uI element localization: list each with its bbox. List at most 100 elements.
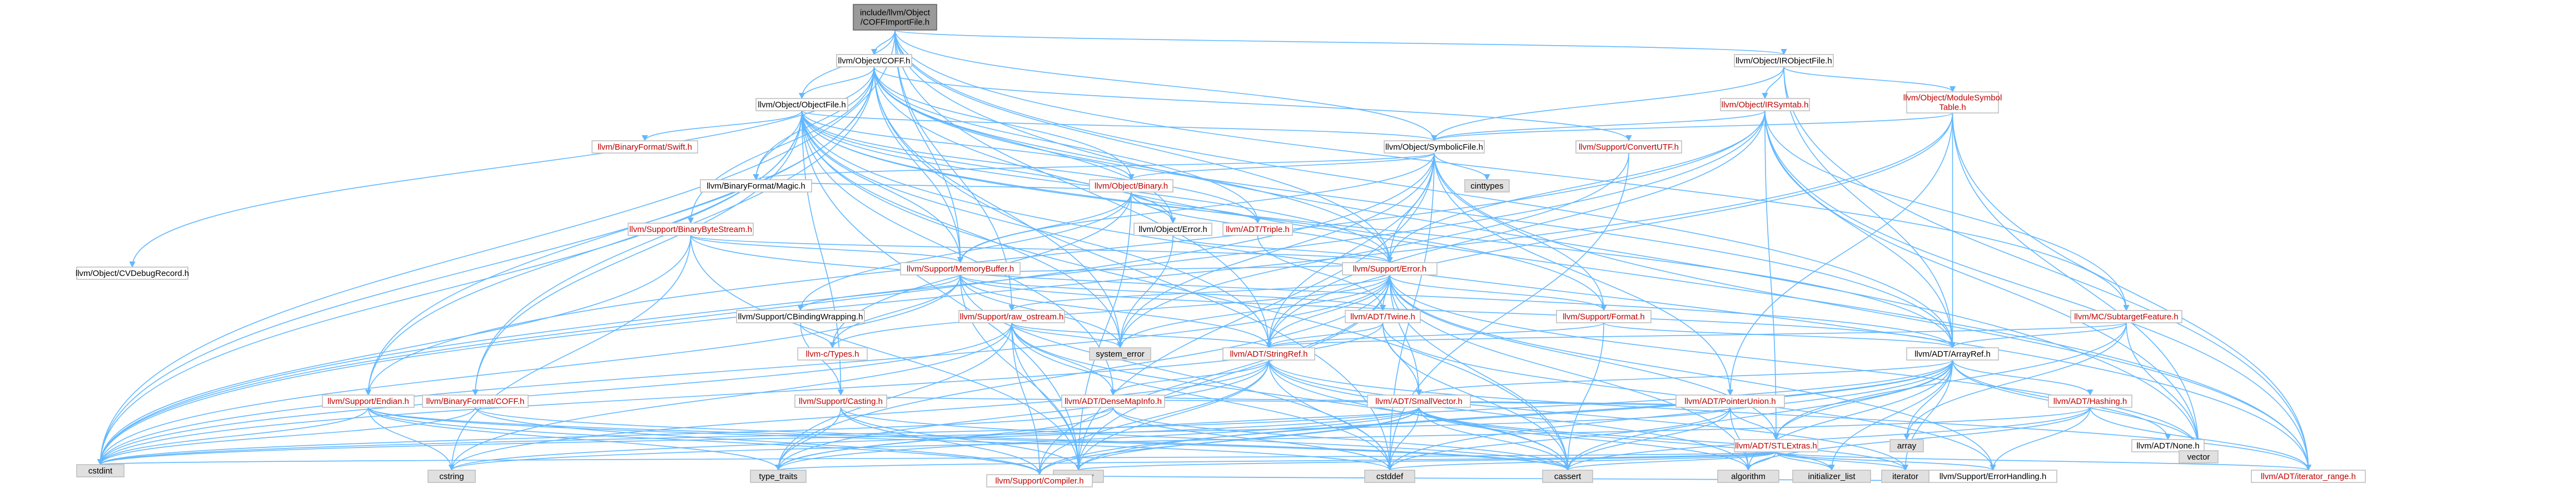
edge-memorybuffer-to-cbinding <box>797 274 961 312</box>
edge-bbs-to-cstring <box>448 235 692 471</box>
node-ptrunion[interactable]: llvm/ADT/PointerUnion.h <box>1675 395 1785 408</box>
node-box <box>76 464 125 477</box>
node-errorhandling[interactable]: llvm/Support/ErrorHandling.h <box>1928 470 2057 483</box>
edge-arrayref-to-stlextras <box>1773 359 1953 441</box>
node-box <box>797 347 868 361</box>
node-label: llvm/ADT/Twine.h <box>1350 312 1415 322</box>
edge-symfile-to-iterrange <box>1434 152 2312 471</box>
node-box <box>1734 439 1818 452</box>
node-box <box>1384 140 1485 154</box>
node-cvdebug[interactable]: llvm/Object/CVDebugRecord.h <box>76 267 189 280</box>
node-label: cstdint <box>88 466 113 476</box>
node-label: llvm/ADT/None.h <box>2136 441 2199 451</box>
edge-twine-to-smallvector <box>1382 322 1423 396</box>
node-cstddef: cstddef <box>1364 470 1415 483</box>
edge-root-to-cstdint <box>97 29 896 466</box>
node-coff[interactable]: llvm/Object/COFF.h <box>836 54 912 67</box>
node-error[interactable]: llvm/Support/Error.h <box>1342 262 1438 275</box>
node-densemapinfo[interactable]: llvm/ADT/DenseMapInfo.h <box>1061 395 1165 408</box>
node-box <box>836 54 912 67</box>
node-box <box>1792 470 1871 483</box>
node-hashing[interactable]: llvm/ADT/Hashing.h <box>2048 395 2132 408</box>
node-box <box>1906 91 1999 114</box>
node-irsym[interactable]: llvm/Object/IRSymtab.h <box>1720 98 1810 111</box>
node-casting[interactable]: llvm/Support/Casting.h <box>794 395 887 408</box>
node-triple[interactable]: llvm/ADT/Triple.h <box>1222 223 1293 236</box>
node-box <box>755 98 848 111</box>
node-box <box>1889 439 1924 452</box>
node-none[interactable]: llvm/ADT/None.h <box>2131 439 2205 452</box>
node-root[interactable]: include/llvm/Object/COFFImportFile.h <box>853 4 937 31</box>
node-stringref[interactable]: llvm/ADT/StringRef.h <box>1222 347 1315 361</box>
node-arrayref[interactable]: llvm/ADT/ArrayRef.h <box>1906 347 1999 361</box>
node-label: llvm/Support/Error.h <box>1353 264 1427 274</box>
edge-objfile-to-triple <box>801 110 1261 224</box>
edge-hashing-to-errorhandling <box>1990 407 2091 471</box>
edge-objfile-to-binary <box>801 110 1135 181</box>
node-box <box>1734 54 1834 67</box>
node-label: llvm/ADT/Triple.h <box>1226 225 1289 234</box>
edge-error-to-stringref <box>1265 274 1390 349</box>
edge-objfile-to-system_error <box>801 110 1123 349</box>
node-twine[interactable]: llvm/ADT/Twine.h <box>1345 310 1421 323</box>
node-format[interactable]: llvm/Support/Format.h <box>1556 310 1652 323</box>
node-binary[interactable]: llvm/Object/Binary.h <box>1089 179 1173 193</box>
edge-rawostream-to-compiler <box>1011 322 1043 476</box>
edge-objfile-to-symfile <box>801 110 1438 142</box>
node-bfcoff[interactable]: llvm/BinaryFormat/COFF.h <box>422 395 529 408</box>
node-symfile[interactable]: llvm/Object/SymbolicFile.h <box>1384 140 1485 154</box>
node-objfile[interactable]: llvm/Object/ObjectFile.h <box>755 98 848 111</box>
node-convutf[interactable]: llvm/Support/ConvertUTF.h <box>1575 140 1682 154</box>
node-box <box>1364 470 1415 483</box>
node-box <box>1717 470 1779 483</box>
node-ctypes[interactable]: llvm-c/Types.h <box>797 347 868 361</box>
node-endian[interactable]: llvm/Support/Endian.h <box>322 395 415 408</box>
node-cinttypes: cinttypes <box>1464 179 1510 193</box>
edge-arrayref-to-array <box>1903 359 1953 441</box>
node-iterrange[interactable]: llvm/ADT/iterator_range.h <box>2251 470 2366 483</box>
node-stlextras[interactable]: llvm/ADT/STLExtras.h <box>1734 439 1818 452</box>
edge-arrayref-to-cstddef <box>1386 359 1953 471</box>
node-label: type_traits <box>759 472 797 481</box>
node-subtarget[interactable]: llvm/MC/SubtargetFeature.h <box>2070 310 2182 323</box>
node-label: llvm/Support/CBindingWrapping.h <box>738 312 863 322</box>
edge-rawostream-to-memory <box>1011 322 1082 471</box>
node-cbinding[interactable]: llvm/Support/CBindingWrapping.h <box>736 310 865 323</box>
edge-format-to-cassert <box>1564 322 1604 471</box>
edge-objfile-to-magic <box>753 110 803 181</box>
node-label: algorithm <box>1731 472 1766 481</box>
node-box <box>1061 395 1165 408</box>
node-label: /COFFImportFile.h <box>861 18 929 27</box>
edge-subtarget-to-array <box>1903 322 2127 441</box>
node-memorybuffer[interactable]: llvm/Support/MemoryBuffer.h <box>900 262 1021 275</box>
node-label: llvm/Support/Endian.h <box>327 397 409 406</box>
node-rawostream[interactable]: llvm/Support/raw_ostream.h <box>958 310 1065 323</box>
node-box <box>1089 179 1173 193</box>
edge-error-to-errorhandling <box>1389 274 1996 471</box>
node-label: cassert <box>1554 472 1582 481</box>
node-compiler[interactable]: llvm/Support/Compiler.h <box>986 474 1093 487</box>
node-label: llvm/ADT/ArrayRef.h <box>1914 349 1991 359</box>
node-irobj[interactable]: llvm/Object/IRObjectFile.h <box>1734 54 1834 67</box>
node-smallvector[interactable]: llvm/ADT/SmallVector.h <box>1367 395 1471 408</box>
node-objerr[interactable]: llvm/Object/Error.h <box>1133 223 1212 236</box>
node-label: llvm/MC/SubtargetFeature.h <box>2074 312 2179 322</box>
edge-irsym-to-symfile <box>1431 110 1766 142</box>
edge-endian-to-cstring <box>367 407 455 471</box>
edge-memorybuffer-to-twine <box>959 274 1386 312</box>
node-magic[interactable]: llvm/BinaryFormat/Magic.h <box>700 179 812 193</box>
edges-layer <box>97 29 2312 483</box>
node-cstdint: cstdint <box>76 464 125 477</box>
edge-symfile-to-binary <box>1128 152 1435 181</box>
edge-coff-to-objfile <box>798 66 875 100</box>
node-bbs[interactable]: llvm/Support/BinaryByteStream.h <box>628 223 754 236</box>
node-box <box>958 310 1065 323</box>
edge-irobj-to-irsym <box>1762 66 1784 100</box>
edge-coff-to-bbs <box>687 66 875 224</box>
node-swift[interactable]: llvm/BinaryFormat/Swift.h <box>591 140 698 154</box>
edge-ptrunion-to-casting <box>838 394 1731 408</box>
node-label: llvm/Object/COFF.h <box>838 56 910 66</box>
edge-root-to-irobj <box>894 29 1787 56</box>
edge-modsym-to-ptrunion <box>1727 112 1953 396</box>
